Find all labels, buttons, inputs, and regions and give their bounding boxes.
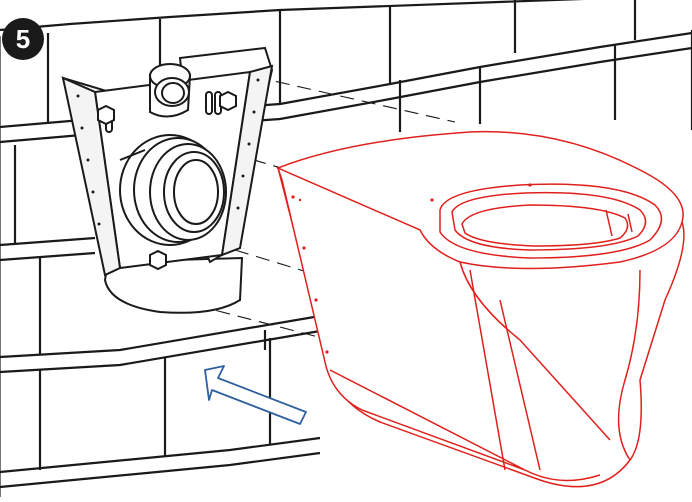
mounting-frame (61, 46, 274, 314)
step-number-badge: 5 (2, 18, 44, 60)
outlet-ring (119, 134, 227, 246)
toilet-bowl (276, 130, 685, 488)
step-number: 5 (15, 23, 31, 54)
arrow-icon (204, 365, 307, 425)
top-pipe-stub (149, 63, 192, 118)
